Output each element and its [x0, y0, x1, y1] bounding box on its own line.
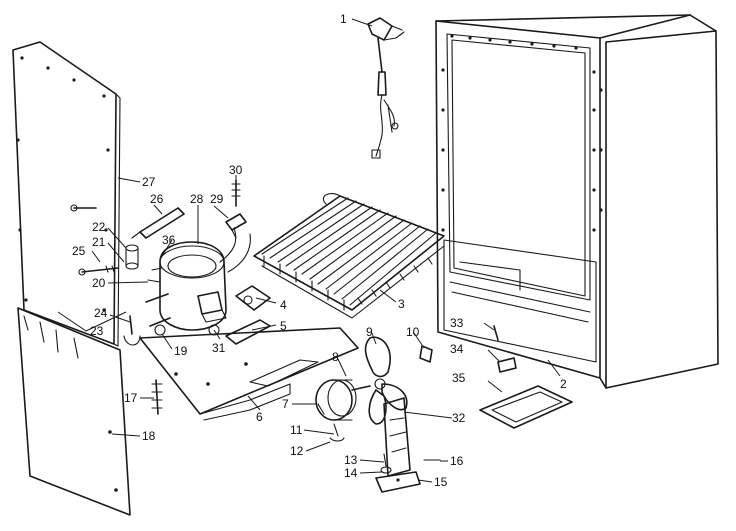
- bracket-15: [375, 471, 421, 493]
- callout-2: 2: [560, 377, 567, 391]
- callout-25: 25: [72, 244, 86, 258]
- callout-24: 24: [94, 306, 108, 320]
- condenser-coil: [253, 193, 445, 319]
- drier-tube: [131, 207, 185, 239]
- callout-10: 10: [406, 325, 420, 339]
- callout-18: 18: [142, 429, 156, 443]
- bolt-25: [78, 265, 119, 276]
- callout-30: 30: [229, 163, 243, 177]
- nut-10: [419, 345, 433, 363]
- cabinet-holes: [441, 34, 603, 232]
- callout-32: 32: [452, 411, 466, 425]
- callout-34: 34: [450, 342, 464, 356]
- callout-9: 9: [366, 325, 373, 339]
- callout-19: 19: [174, 344, 188, 358]
- lower-panel: [17, 307, 131, 516]
- callout-13: 13: [344, 453, 358, 467]
- back-panel: [12, 41, 121, 347]
- callout-11: 11: [290, 423, 303, 437]
- callout-27: 27: [142, 175, 156, 189]
- callout-5: 5: [280, 319, 287, 333]
- callout-12: 12: [290, 444, 304, 458]
- screw-33: [493, 325, 499, 341]
- callout-28: 28: [190, 192, 204, 206]
- grommet-22: [125, 244, 139, 270]
- drain-pan-35: [479, 385, 573, 429]
- callout-35: 35: [452, 371, 466, 385]
- callout-20: 20: [92, 276, 106, 290]
- callout-labels: 1 2 3 4 5 6 7 8 9 10 11 12 13 14 15 16 1…: [72, 12, 567, 489]
- compressor: [145, 227, 251, 336]
- screw-30: [231, 179, 241, 207]
- fan-bracket: [383, 397, 411, 477]
- clip: [225, 213, 247, 239]
- fan-motor: [315, 379, 371, 421]
- screw-27: [70, 204, 97, 212]
- callout-14: 14: [344, 466, 358, 480]
- small-screws: [329, 423, 441, 474]
- callout-7: 7: [282, 397, 289, 411]
- callout-15: 15: [434, 475, 448, 489]
- callout-36: 36: [162, 233, 176, 247]
- fan-blade: [364, 336, 408, 425]
- callout-6: 6: [256, 410, 263, 424]
- callout-1: 1: [340, 12, 347, 26]
- callout-23: 23: [90, 324, 104, 338]
- callout-4: 4: [280, 298, 287, 312]
- callout-29: 29: [210, 192, 224, 206]
- power-cord: [367, 17, 405, 159]
- callout-33: 33: [450, 316, 464, 330]
- callout-31: 31: [212, 341, 226, 355]
- callout-26: 26: [150, 192, 164, 206]
- callout-3: 3: [398, 297, 405, 311]
- cabinet: [435, 14, 719, 389]
- bracket-4: [235, 285, 271, 311]
- callout-17: 17: [124, 391, 138, 405]
- condenser-fins: [261, 197, 437, 311]
- callout-21: 21: [92, 235, 106, 249]
- bolt-17: [151, 379, 163, 415]
- callout-22: 22: [92, 220, 106, 234]
- callout-8: 8: [332, 350, 339, 364]
- spacer-34: [497, 357, 517, 373]
- callout-16: 16: [450, 454, 464, 468]
- leader-lines: [57, 18, 561, 483]
- base-plate: [139, 327, 359, 421]
